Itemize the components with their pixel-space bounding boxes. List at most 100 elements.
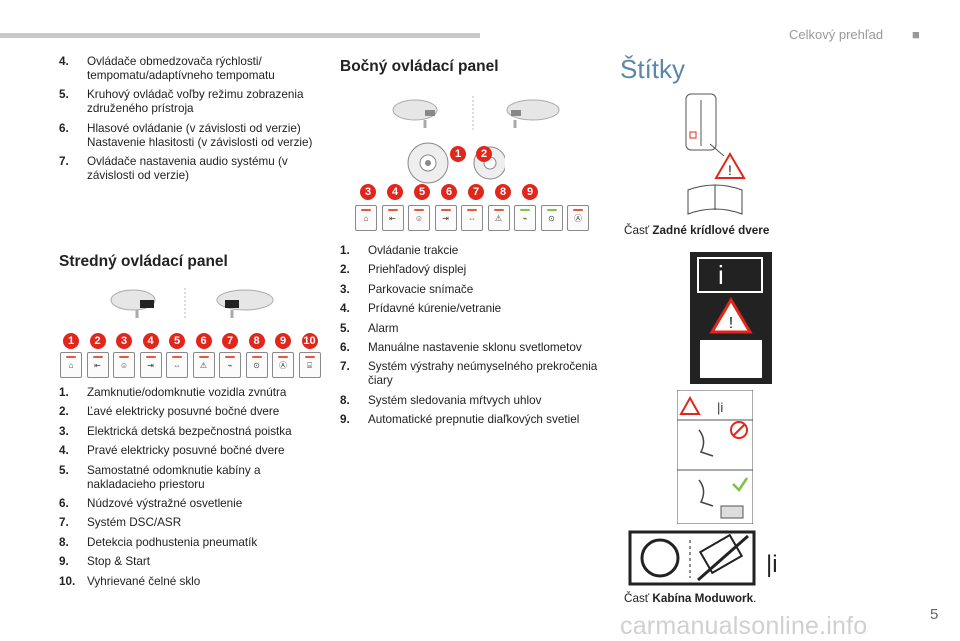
indicator-led — [119, 356, 129, 358]
panel-button-icon: ⇔ — [166, 352, 188, 378]
side-panel-title: Bočný ovládací panel — [340, 58, 499, 75]
list-item: 10.Vyhrievané čelné sklo — [59, 575, 324, 589]
panel-button-icon: ⌸ — [298, 352, 321, 378]
list-item-text: Hlasové ovládanie (v závislosti od verzi… — [87, 121, 313, 149]
seat-warning-labels: |i — [677, 390, 753, 524]
panel-button-icon: ⊙ — [540, 205, 563, 231]
callout-badge: 2 — [89, 333, 106, 349]
button-symbol-icon: Ⓐ — [574, 214, 582, 223]
list-item-text: Prídavné kúrenie/vetranie — [368, 302, 502, 316]
header-rule — [0, 33, 480, 38]
panel-button-icon: ☺ — [113, 352, 135, 378]
panel-button-icon: ⌂ — [60, 352, 82, 378]
callout-badge: 4 — [142, 333, 159, 349]
panel-button-icon: ⊙ — [245, 352, 268, 378]
list-item: 2.Priehľadový displej — [340, 263, 602, 277]
panel-button-icon: Ⓐ — [567, 205, 589, 231]
indicator-led — [251, 356, 262, 358]
list-item-number: 6. — [59, 121, 69, 135]
list-item-number: 1. — [340, 244, 350, 257]
list-item: 9.Automatické prepnutie diaľkových sveti… — [340, 413, 602, 427]
list-item-text: Manuálne nastavenie sklonu svetlometov — [368, 340, 582, 354]
rear-door-caption: Časť Zadné krídlové dvere — [624, 224, 769, 237]
button-symbol-icon: ⚠ — [199, 361, 208, 370]
button-symbol-icon: ⌸ — [307, 361, 312, 370]
indicator-led — [546, 209, 557, 211]
callout-badge: 7 — [468, 184, 484, 200]
side-list-column: 1.Ovládanie trakcie 2.Priehľadový displej… — [340, 244, 602, 433]
panel-button-icon: ⇥ — [434, 205, 457, 231]
indicator-led — [66, 356, 76, 358]
list-item-number: 4. — [340, 302, 350, 316]
list-item-text: Ovládače nastavenia audio systému (v záv… — [87, 155, 288, 183]
list-item: 2. Ľavé elektricky posuvné bočné dvere — [59, 405, 324, 419]
list-item: 1.Ovládanie trakcie — [340, 244, 602, 258]
list-item-text: Systém výstrahy neúmyselného prekročenia… — [368, 360, 598, 388]
button-symbol-icon: ☺ — [414, 214, 424, 223]
center-panel-title: Stredný ovládací panel — [59, 253, 228, 270]
svg-text:i: i — [718, 260, 724, 290]
svg-text:!: ! — [729, 315, 733, 332]
list-item-number: 7. — [59, 155, 69, 169]
svg-text:|i: |i — [717, 400, 723, 415]
indicator-led — [573, 209, 583, 211]
callout-badge: 10 — [301, 333, 318, 349]
list-item: 4. Prídavné kúrenie/vetranie — [340, 302, 602, 316]
button-symbol-icon: ⊙ — [548, 214, 555, 223]
indicator-led — [225, 356, 235, 358]
list-item: 4.Pravé elektricky posuvné bočné dvere — [59, 444, 324, 458]
svg-text:!: ! — [728, 162, 732, 178]
list-item-number: 8. — [340, 393, 350, 407]
button-symbol-icon: ⌂ — [363, 214, 369, 223]
list-item-number: 9. — [340, 413, 350, 427]
indicator-led — [304, 356, 315, 358]
top-list: 4.Ovládače obmedzovača rýchlosti/ tempom… — [59, 55, 324, 183]
list-item-number: 5. — [59, 88, 69, 102]
center-panel-steering-illustration — [110, 288, 274, 320]
page-number: 5 — [930, 606, 939, 623]
list-item-number: 2. — [59, 405, 69, 419]
list-item: 5. Kruhový ovládač voľby režimu zobrazeni… — [59, 88, 324, 116]
list-item-text: Kruhový ovládač voľby režimu zobrazenia … — [87, 88, 304, 116]
indicator-led — [520, 209, 530, 211]
list-item-text: Alarm — [368, 321, 399, 335]
list-item-text: Samostatné odomknutie kabíny a nakladaci… — [87, 463, 261, 491]
list-item-text: Detekcia podhustenia pneumatík — [87, 535, 258, 549]
panel-button-icon: ⌁ — [219, 352, 241, 378]
indicator-led — [467, 209, 477, 211]
callout-badge: 1 — [63, 333, 79, 349]
callout-badge: 8 — [248, 333, 265, 349]
button-symbol-icon: ⚠ — [494, 214, 503, 223]
indicator-led — [172, 356, 182, 358]
list-item-text: Systém DSC/ASR — [87, 516, 182, 530]
button-symbol-icon: ☺ — [119, 361, 129, 370]
list-item-text: Ľavé elektricky posuvné bočné dvere — [87, 405, 280, 419]
list-item: 7. Ovládače nastavenia audio systému (v z… — [59, 155, 324, 183]
callout-badge: 6 — [441, 184, 457, 200]
list-item-number: 6. — [340, 340, 350, 354]
list-item-number: 5. — [340, 321, 350, 335]
callout-badge: 8 — [495, 184, 511, 200]
indicator-led — [414, 209, 424, 211]
button-symbol-icon: ⇔ — [173, 361, 181, 370]
cab-warning-label: i ! — [690, 252, 772, 384]
list-item-number: 6. — [59, 496, 69, 510]
list-item-number: 4. — [59, 444, 69, 458]
caption-suffix: . — [753, 592, 757, 605]
list-item: 7. Systém výstrahy neúmyselného prekročen… — [340, 360, 602, 388]
list-item: 3.Elektrická detská bezpečnostná poistka — [59, 425, 324, 439]
list-item-number: 7. — [340, 360, 350, 374]
indicator-led — [440, 209, 451, 211]
indicator-led — [387, 209, 398, 211]
list-item: 6. Hlasové ovládanie (v závislosti od ver… — [59, 122, 324, 150]
top-list-column: 4.Ovládače obmedzovača rýchlosti/ tempom… — [59, 55, 324, 189]
list-item-number: 9. — [59, 555, 69, 569]
panel-button-icon: Ⓐ — [272, 352, 294, 378]
indicator-led — [278, 356, 288, 358]
indicator-led — [493, 209, 504, 211]
list-item-text: Stop & Start — [87, 555, 151, 569]
callout-badge: 5 — [169, 333, 185, 349]
list-item-text: Priehľadový displej — [368, 263, 467, 277]
list-item: 8.Systém sledovania mŕtvych uhlov — [340, 394, 602, 408]
